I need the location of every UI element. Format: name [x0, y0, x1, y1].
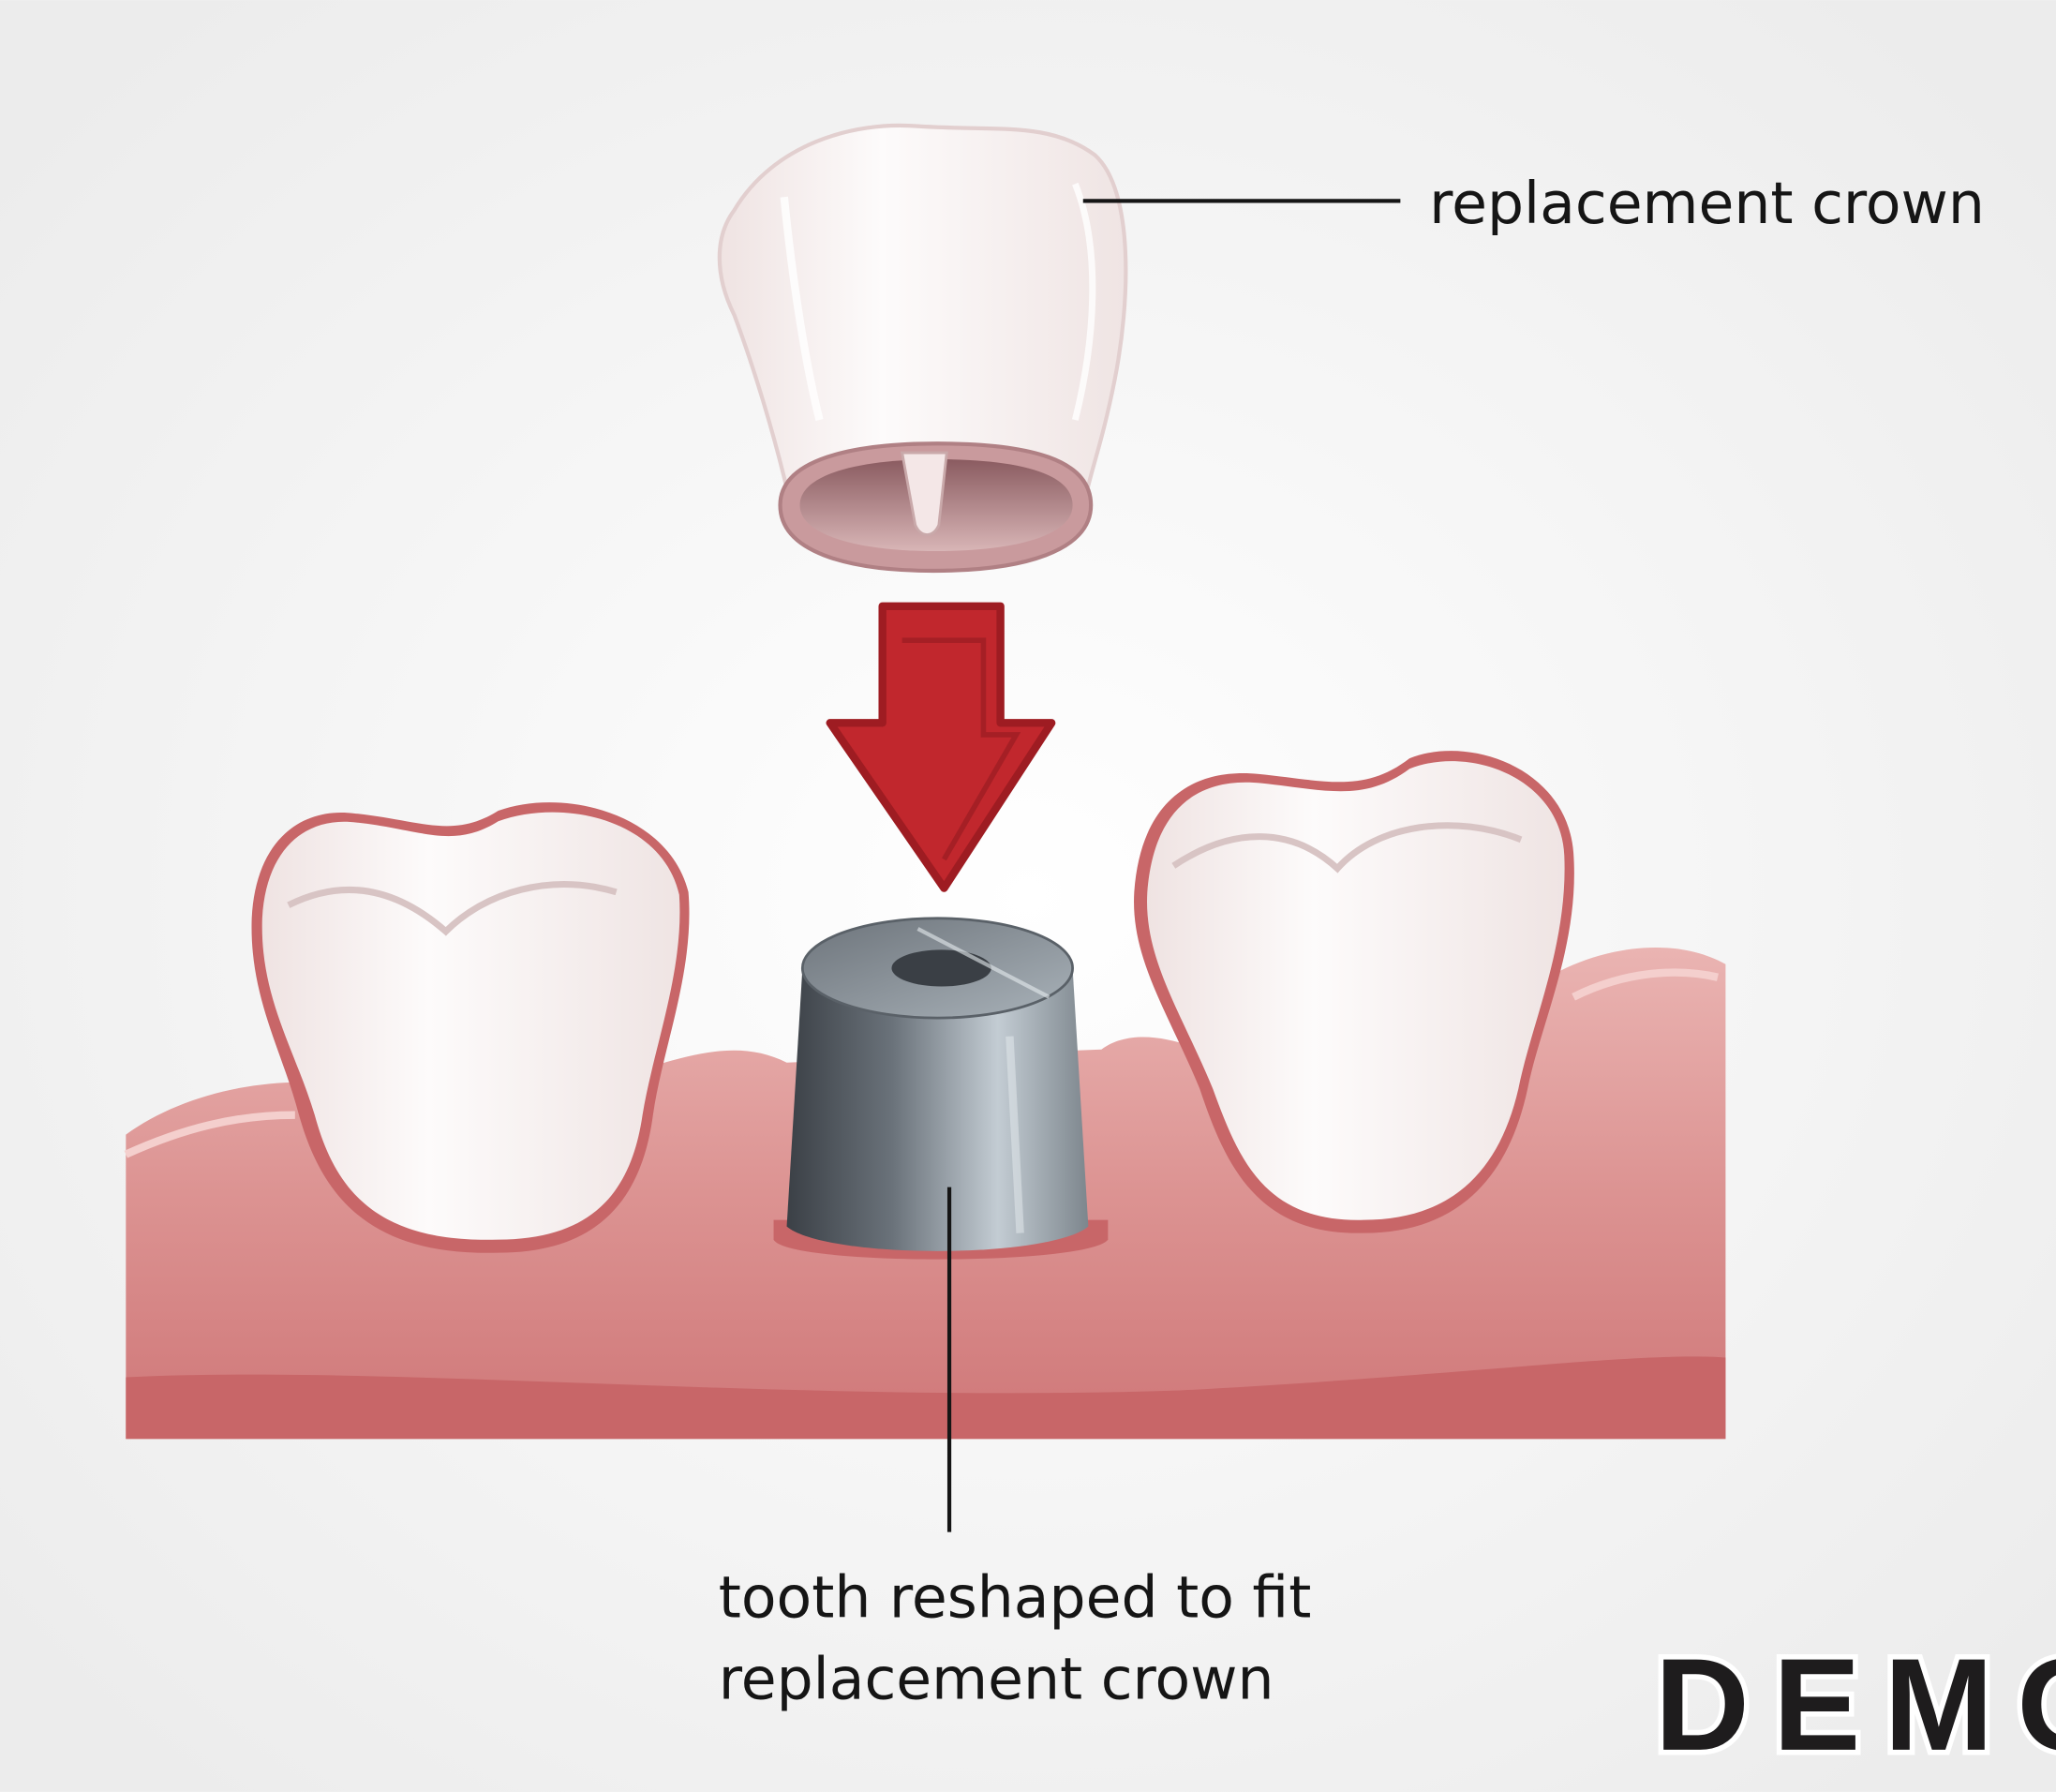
right-tooth [1134, 751, 1574, 1233]
reshaped-tooth-abutment [773, 917, 1109, 1260]
down-arrow [826, 602, 1056, 892]
crown-label: replacement crown [1429, 170, 1985, 237]
replacement-crown [717, 123, 1128, 574]
left-tooth [251, 802, 690, 1253]
demo-watermark: DEMO [1655, 1631, 2056, 1778]
abutment-label-line2: replacement crown [719, 1645, 1274, 1712]
abutment-label-line1: tooth reshaped to fit [719, 1564, 1312, 1632]
